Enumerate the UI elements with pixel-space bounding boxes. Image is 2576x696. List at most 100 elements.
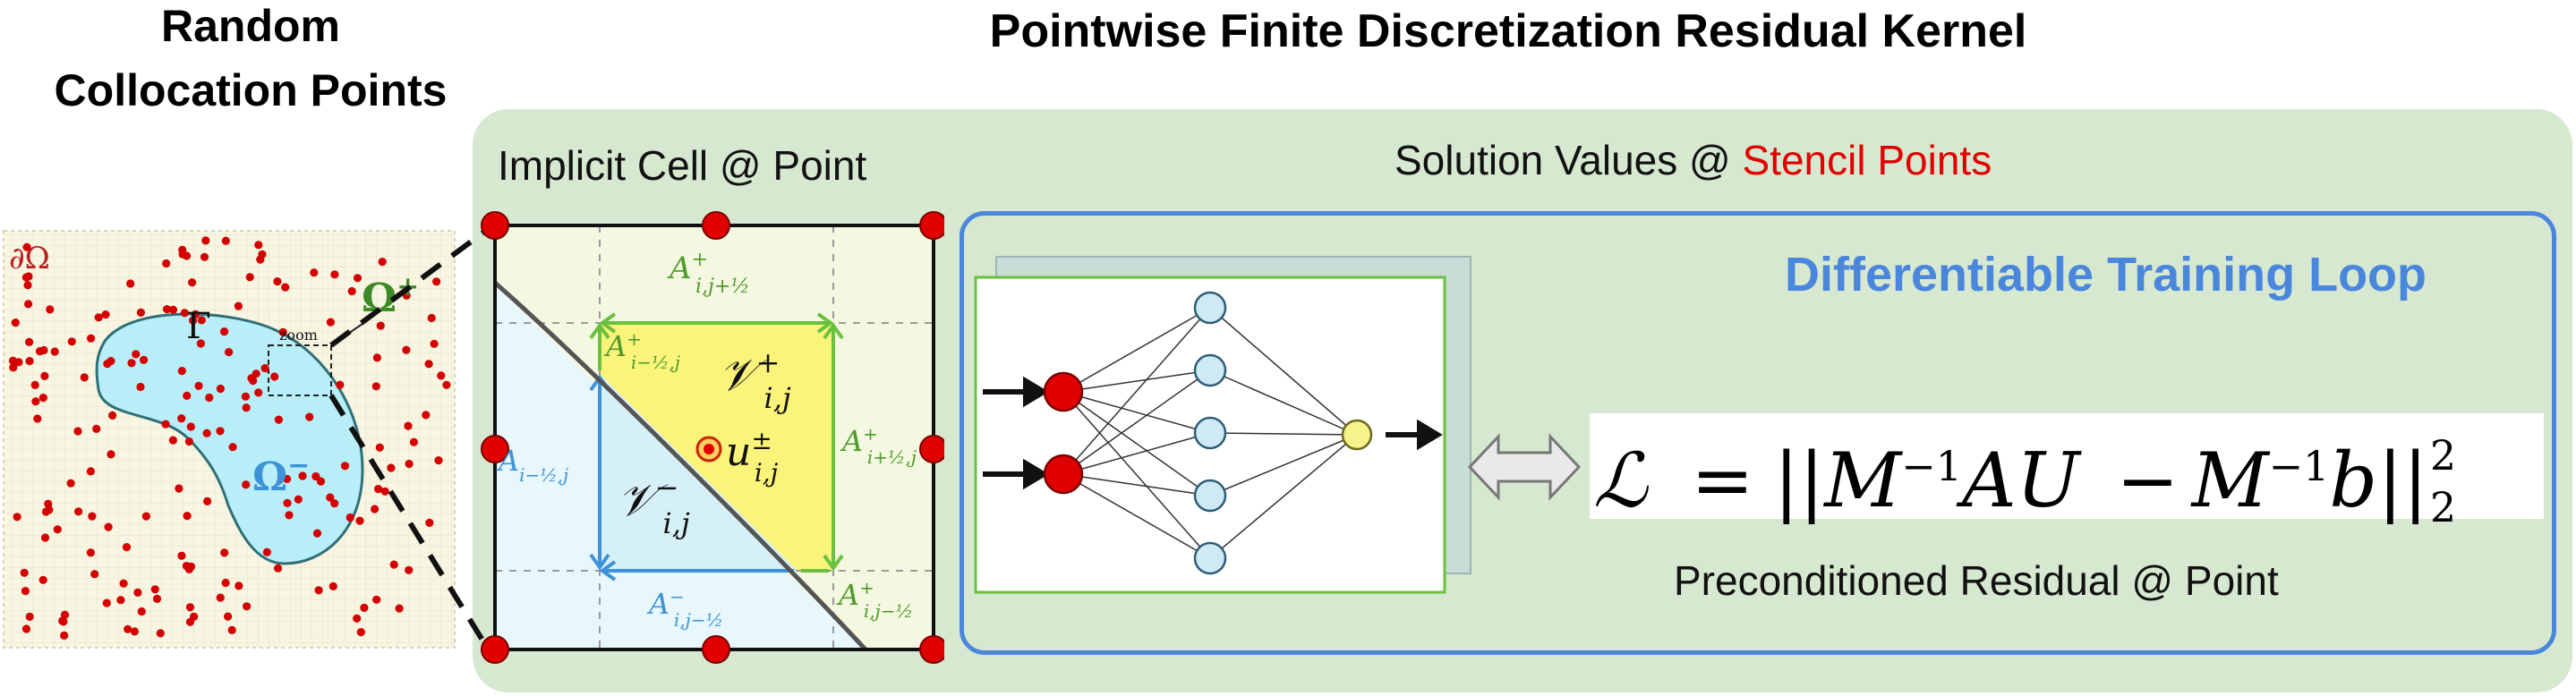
collocation-point <box>242 480 251 489</box>
collocation-point <box>108 411 117 420</box>
network-edge <box>1062 391 1211 559</box>
network-edge <box>1209 432 1358 436</box>
a-right-label: A+i+½,j <box>840 423 917 468</box>
network-edge <box>1062 473 1211 559</box>
input-arrows <box>983 376 1443 490</box>
collocation-point <box>92 424 101 433</box>
network-edge <box>1062 391 1211 497</box>
collocation-point <box>90 570 99 579</box>
collocation-point <box>328 581 337 590</box>
a-top-label: A+i,j+½ <box>667 249 750 298</box>
collocation-point <box>13 513 21 522</box>
collocation-point <box>216 593 225 602</box>
interface-label: Γ <box>186 306 211 347</box>
collocation-point <box>260 364 269 373</box>
collocation-point <box>425 518 434 527</box>
collocation-point <box>168 305 178 314</box>
collocation-point <box>434 456 443 465</box>
collocation-point <box>274 564 283 573</box>
collocation-point <box>216 427 225 436</box>
collocation-point <box>298 471 307 480</box>
collocation-point <box>201 236 210 245</box>
collocation-point <box>227 625 236 634</box>
network-edge <box>1209 307 1358 436</box>
collocation-point <box>59 617 68 626</box>
collocation-point <box>355 516 364 525</box>
collocation-point <box>422 411 431 420</box>
collocation-point <box>141 512 150 521</box>
collocation-point <box>177 367 186 376</box>
collocation-point <box>80 373 89 382</box>
center-point-core <box>704 444 714 454</box>
stencil-points-highlight: Stencil Points <box>1742 137 1992 183</box>
collocation-point <box>314 586 323 595</box>
collocation-point <box>294 495 303 504</box>
collocation-point <box>44 499 53 508</box>
collocation-point <box>189 316 198 325</box>
collocation-point <box>33 414 42 423</box>
plus-face-arrows <box>589 312 844 573</box>
collocation-point <box>126 279 135 288</box>
left-title-line2: Collocation Points <box>54 65 448 115</box>
collocation-point <box>432 277 441 286</box>
collocation-point <box>53 525 62 534</box>
collocation-point <box>137 607 146 616</box>
collocation-point <box>86 548 95 557</box>
collocation-point <box>162 305 172 314</box>
collocation-point <box>21 624 31 633</box>
output-node <box>1341 419 1373 451</box>
collocation-point <box>177 551 186 560</box>
collocation-point <box>74 507 83 516</box>
collocation-point <box>25 612 34 621</box>
collocation-point <box>205 393 214 403</box>
a-left-inner-label: A+i−½,j <box>603 328 680 373</box>
collocation-point <box>183 512 192 521</box>
collocation-point <box>262 547 271 556</box>
training-loop-title: Differentiable Training Loop <box>1785 248 2427 301</box>
a-left-outer-label: Ai−½,j <box>496 444 568 486</box>
collocation-point <box>9 363 18 372</box>
collocation-point <box>221 578 230 588</box>
collocation-point <box>310 268 319 277</box>
collocation-point <box>402 345 411 354</box>
collocation-point <box>254 388 263 397</box>
collocation-point <box>312 529 322 538</box>
hidden-node <box>1193 291 1227 325</box>
collocation-point <box>283 498 292 507</box>
collocation-point <box>200 252 209 261</box>
collocation-point <box>430 339 439 348</box>
collocation-point <box>23 281 32 290</box>
main-title: Pointwise Finite Discretization Residual… <box>989 5 2027 57</box>
network-edge <box>1062 473 1211 497</box>
collocation-point <box>375 443 384 452</box>
collocation-point <box>242 403 251 412</box>
double-arrow-icon <box>1467 433 1582 501</box>
collocation-point <box>136 308 145 317</box>
training-loop-box <box>960 211 2556 655</box>
collocation-point <box>186 422 195 431</box>
collocation-point <box>152 594 162 603</box>
collocation-point <box>442 380 451 389</box>
collocation-point <box>424 360 433 369</box>
collocation-point <box>60 631 69 640</box>
residual-caption: Preconditioned Residual @ Point <box>1674 557 2279 604</box>
collocation-point <box>107 357 115 366</box>
collocation-point <box>405 565 414 574</box>
collocation-point <box>221 236 230 245</box>
collocation-point <box>409 437 418 446</box>
collocation-point <box>24 337 34 346</box>
collocation-point <box>88 512 97 521</box>
collocation-point <box>107 450 115 459</box>
collocation-point <box>21 273 30 282</box>
collocation-point <box>175 484 183 493</box>
collocation-point <box>46 305 55 314</box>
collocation-point <box>38 394 48 403</box>
collocation-point <box>130 627 139 636</box>
collocation-point <box>194 381 203 390</box>
collocation-point <box>11 318 20 327</box>
collocation-point <box>87 334 96 343</box>
solution-values-header: Solution Values @ Stencil Points <box>1395 137 1992 183</box>
a-bottom-minus-label: A−i,j−½ <box>646 586 723 631</box>
collocation-point <box>150 585 159 594</box>
collocation-point <box>336 380 345 389</box>
